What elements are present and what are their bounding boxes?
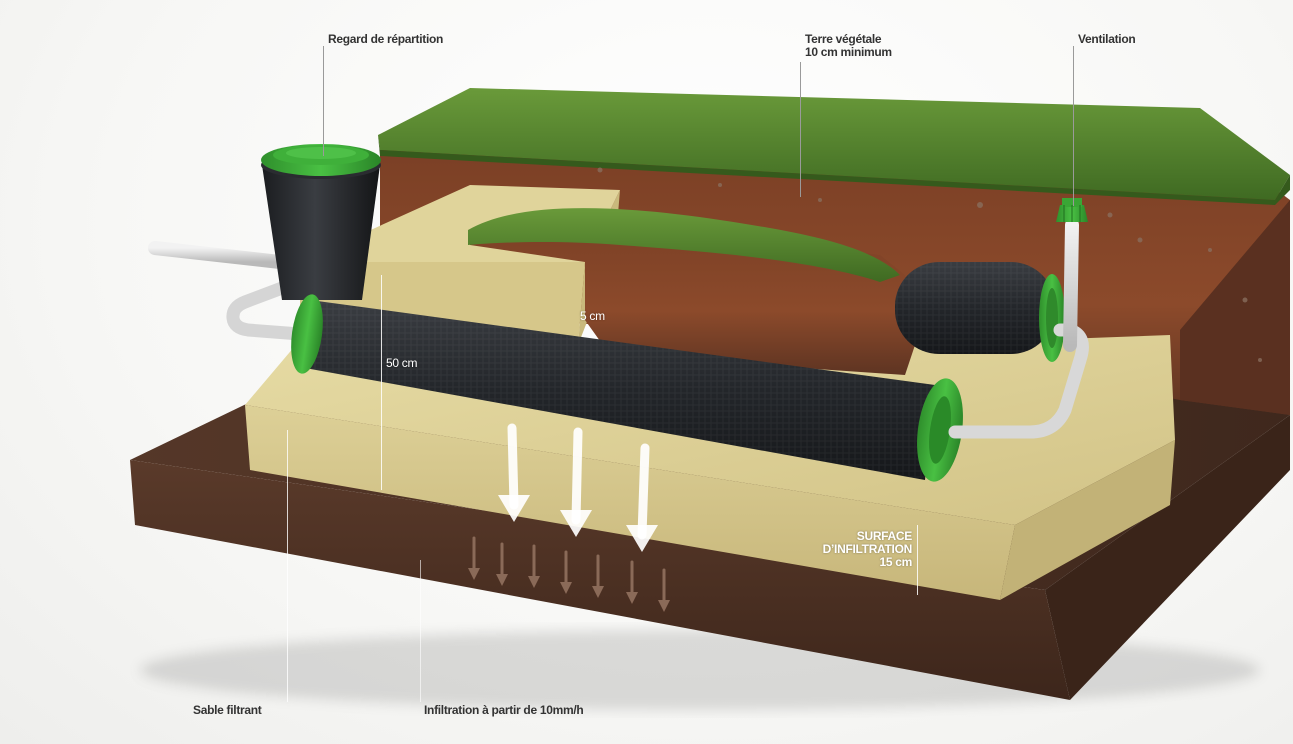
front-drain-pipe — [291, 294, 963, 482]
infiltration-arrows-small — [472, 536, 666, 606]
ventilation-cap — [1056, 198, 1088, 222]
sable-label: Sable filtrant — [193, 703, 262, 717]
terre-label-line2: 10 cm minimum — [805, 45, 892, 59]
surface-label-line2: D’INFILTRATION — [822, 542, 913, 556]
dim-50cm-label: 50 cm — [386, 356, 418, 370]
surface-label-line3: 15 cm — [879, 555, 912, 569]
surface-bracket-line — [917, 525, 918, 595]
infiltration-arrowheads-large — [498, 495, 658, 552]
sable-leader-line — [287, 430, 288, 702]
back-drain-pipe — [895, 262, 1065, 362]
regard-leader-line — [323, 46, 324, 156]
surface-label: SURFACE D’INFILTRATION 15 cm — [820, 529, 913, 569]
dim-50cm-line — [381, 275, 382, 490]
ventilation-label: Ventilation — [1078, 32, 1136, 46]
terre-label: Terre végétale 10 cm minimum — [805, 33, 892, 59]
collector-pipe — [948, 218, 1089, 439]
regard-label: Regard de répartition — [328, 32, 444, 46]
infiltration-arrowheads-small — [468, 568, 670, 612]
infiltration-arrows-large — [507, 423, 650, 540]
dim-5cm-label: 5 cm — [580, 309, 605, 323]
infiltration-label: Infiltration à partir de 10mm/h — [424, 703, 584, 717]
infiltration-leader-line — [420, 560, 421, 702]
ventilation-leader-line — [1073, 46, 1074, 206]
terre-leader-line — [800, 62, 801, 197]
distribution-box — [261, 144, 381, 300]
center-soil-mound — [468, 208, 915, 375]
terre-label-line1: Terre végétale — [805, 32, 882, 46]
surface-label-line1: SURFACE — [856, 529, 913, 543]
inlet-pipe — [148, 241, 307, 341]
